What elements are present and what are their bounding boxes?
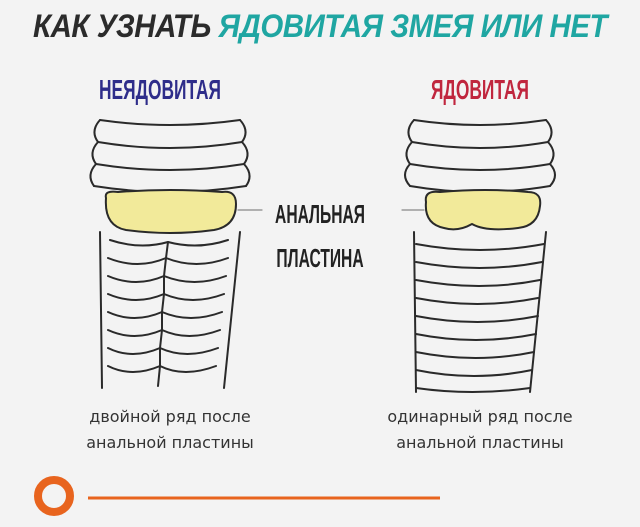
venomous-caption: одинарный ряд после анальной пластины [330, 404, 630, 456]
right-subcaudal-row [415, 297, 539, 305]
right-ventral-scale [413, 119, 547, 126]
left-subcaudal-row [107, 329, 221, 337]
venomous-caption-line1: одинарный ряд после [387, 407, 573, 426]
right-subcaudal-row [415, 279, 541, 287]
right-subcaudal-row [415, 315, 539, 323]
left-subcaudal-row [107, 365, 217, 373]
anal-plate-label-line2: ПЛАСТИНА [276, 243, 364, 273]
anal-plate-label-line1: АНАЛЬНАЯ [275, 199, 365, 229]
progress-handle-icon[interactable] [34, 476, 74, 516]
progress-bar[interactable] [0, 470, 640, 527]
left-ventral-scales [89, 119, 251, 193]
non-venomous-caption-line2: анальной пластины [86, 433, 254, 452]
venomous-caption-line2: анальной пластины [396, 433, 564, 452]
left-anal-plate [104, 189, 237, 234]
right-subcaudal-row [415, 261, 543, 269]
title-part-2: ЯДОВИТАЯ ЗМЕЯ ИЛИ НЕТ [218, 8, 608, 44]
venomous-heading: ЯДОВИТАЯ [431, 74, 529, 105]
left-ventral-scale [99, 119, 241, 126]
right-subcaudal-scales [413, 231, 547, 393]
right-subcaudal-row [415, 333, 537, 341]
anal-plate-label: АНАЛЬНАЯ ПЛАСТИНА [266, 192, 374, 280]
right-ventral-scales [404, 119, 556, 193]
non-venomous-heading: НЕЯДОВИТАЯ [98, 74, 222, 105]
left-ventral-scale [95, 163, 245, 171]
right-ventral-scale [409, 163, 551, 171]
left-subcaudal-row [107, 311, 223, 319]
non-venomous-caption: двойной ряд после анальной пластины [20, 404, 320, 456]
title-part-1: КАК УЗНАТЬ [32, 8, 211, 44]
left-subcaudal-row [107, 257, 229, 265]
left-subcaudal-scales [99, 231, 241, 389]
right-subcaudal-row [415, 387, 531, 393]
non-venomous-caption-line1: двойной ряд после [89, 407, 251, 426]
left-subcaudal-row [107, 275, 227, 283]
right-subcaudal-row [415, 351, 535, 359]
left-subcaudal-row [109, 239, 229, 247]
left-subcaudal-row [107, 293, 225, 301]
right-subcaudal-row [415, 369, 533, 377]
left-ventral-scale [97, 141, 243, 149]
right-ventral-scale [411, 141, 549, 149]
right-anal-plate [424, 189, 542, 231]
right-subcaudal-row [415, 243, 545, 251]
left-subcaudal-row [107, 347, 219, 355]
page-title: КАК УЗНАТЬ ЯДОВИТАЯ ЗМЕЯ ИЛИ НЕТ [26, 8, 615, 45]
